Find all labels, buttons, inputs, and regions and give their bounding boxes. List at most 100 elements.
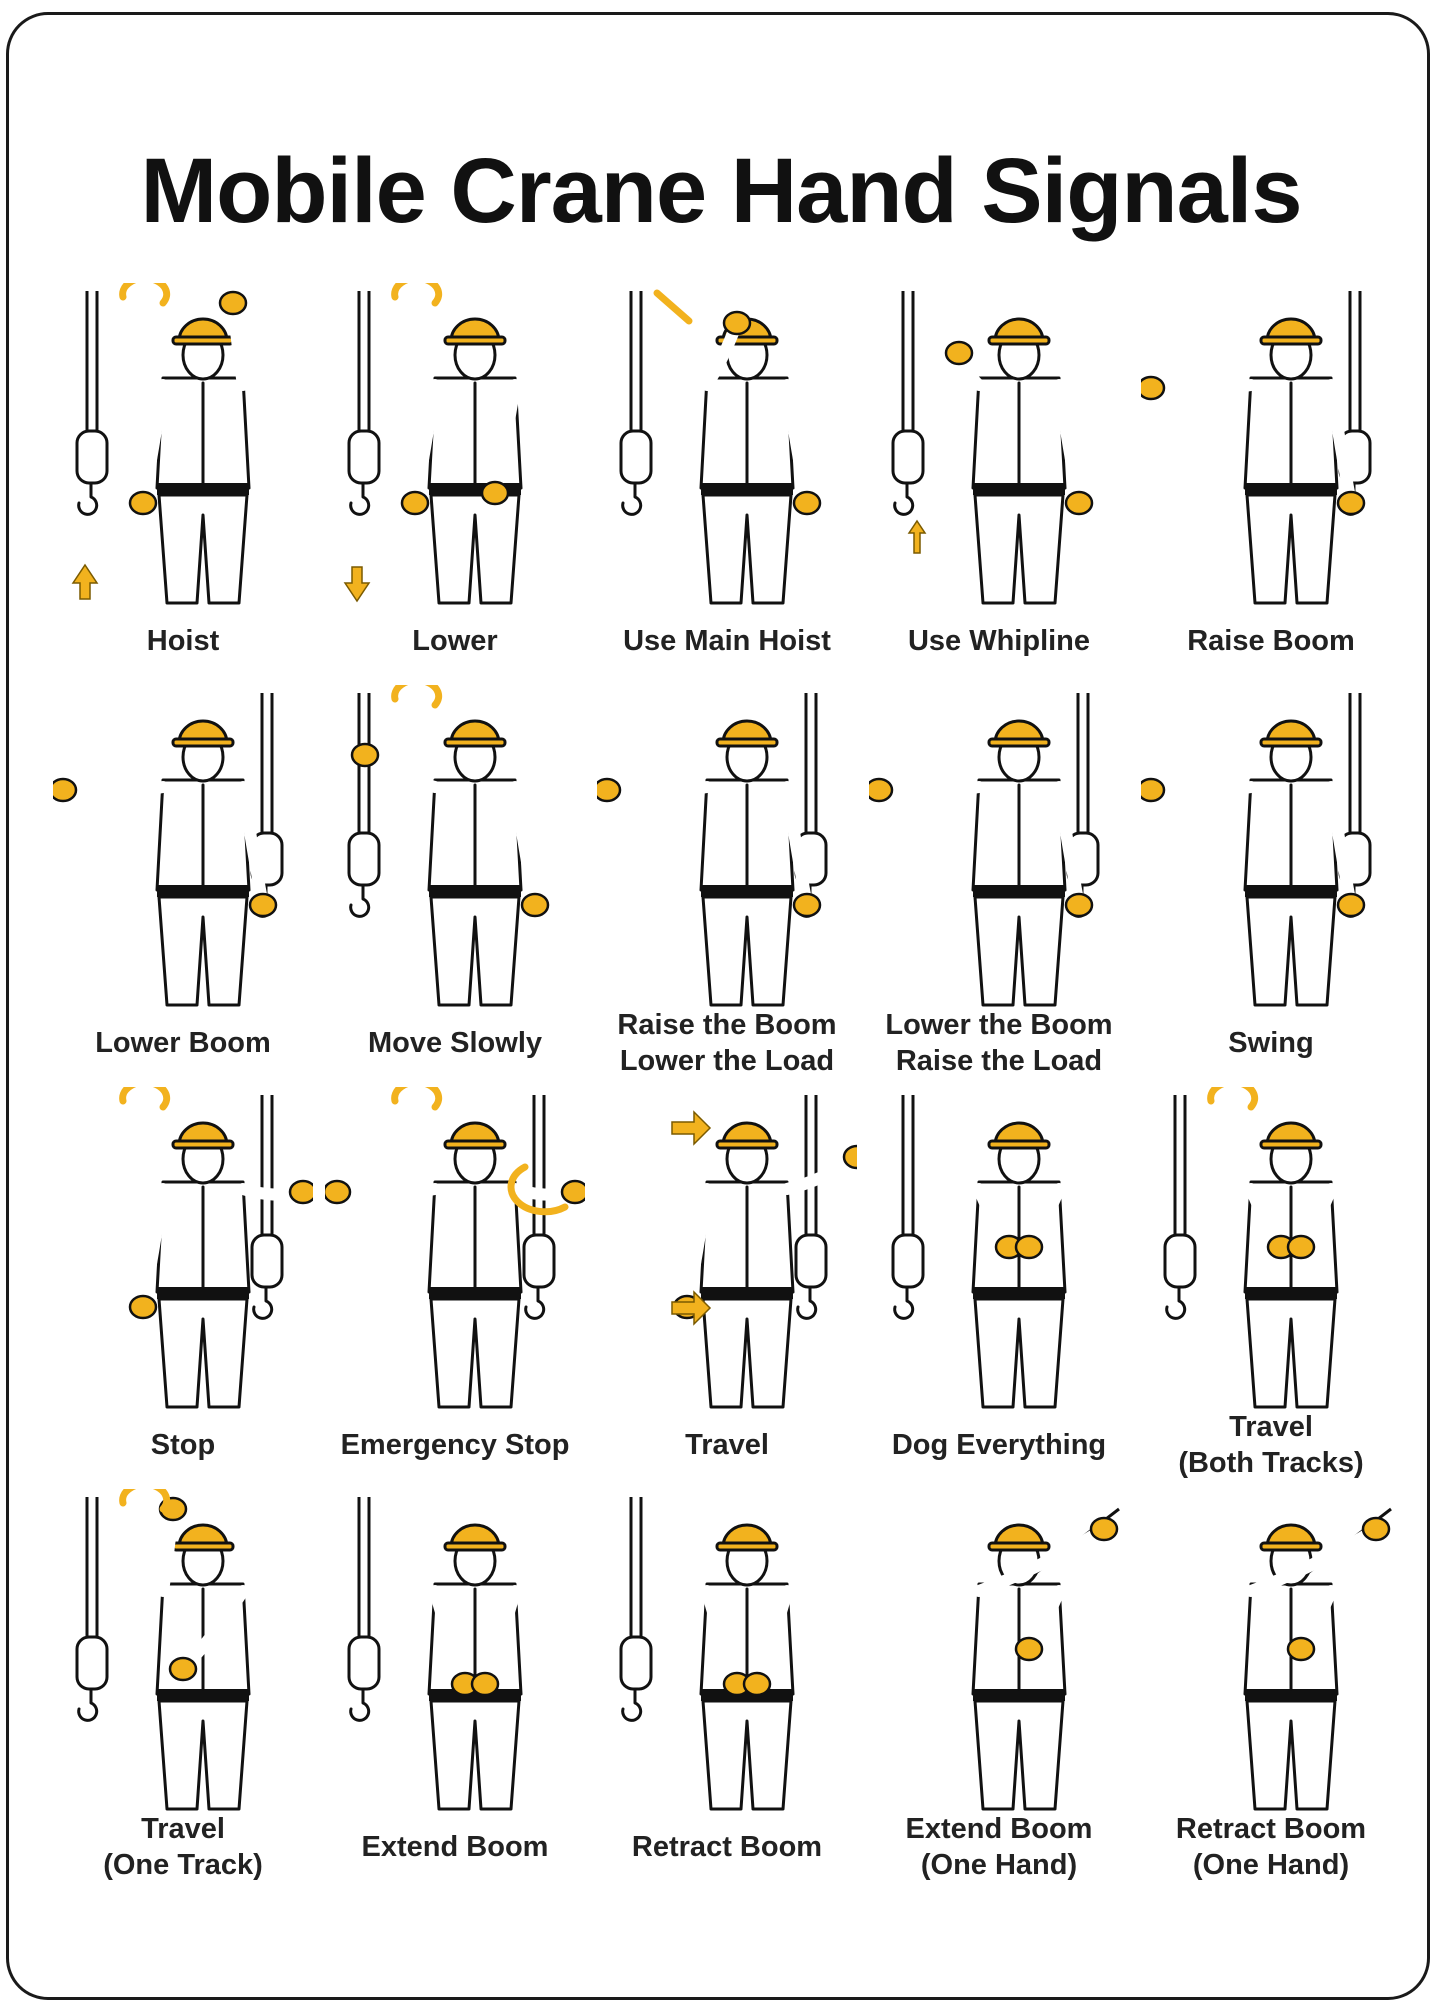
signal-card: Use Main Hoist bbox=[591, 283, 863, 685]
glove-icon bbox=[1089, 1516, 1119, 1542]
signal-label-line: Use Whipline bbox=[907, 625, 1091, 657]
signal-label-line: Travel bbox=[1229, 1411, 1313, 1443]
signal-label-line: Extend Boom bbox=[905, 1813, 1093, 1845]
signal-label: Extend Boom (One Hand) bbox=[863, 1811, 1135, 1883]
glove-icon bbox=[1141, 777, 1166, 803]
raise-boom-icon bbox=[1141, 291, 1372, 605]
belt-icon bbox=[1245, 1287, 1337, 1299]
glove-icon bbox=[1361, 1516, 1391, 1542]
glove-icon bbox=[288, 1179, 313, 1205]
lower-boom-icon bbox=[53, 693, 284, 1007]
belt-icon bbox=[157, 483, 249, 495]
signal-label-line: Retract Boom bbox=[1175, 1813, 1367, 1845]
signal-label-line: (One Track) bbox=[103, 1849, 263, 1881]
belt-icon bbox=[157, 885, 249, 897]
signal-card: Move Slowly bbox=[319, 685, 591, 1087]
crane-hook-icon bbox=[891, 291, 925, 516]
travel-icon bbox=[671, 1095, 857, 1409]
glove-icon bbox=[400, 490, 430, 516]
belt-icon bbox=[1245, 885, 1337, 897]
rotation-arrow-icon bbox=[391, 685, 443, 709]
raise-boom-lower-load-icon bbox=[597, 693, 828, 1007]
travel-both-tracks-icon bbox=[1163, 1087, 1339, 1409]
right-arrow-icon bbox=[671, 1110, 712, 1146]
crane-hook-icon bbox=[75, 291, 109, 516]
glove-icon bbox=[792, 490, 822, 516]
belt-icon bbox=[701, 1689, 793, 1701]
move-slowly-icon bbox=[347, 685, 550, 1007]
worker-figure bbox=[619, 289, 822, 605]
extend-boom-one-hand-icon bbox=[971, 1507, 1120, 1811]
trousers-icon bbox=[429, 493, 521, 605]
belt-icon bbox=[701, 885, 793, 897]
worker-figure bbox=[869, 693, 1100, 1007]
crane-hook-icon bbox=[1163, 1095, 1197, 1320]
signal-label-line: Lower Boom bbox=[95, 1027, 271, 1059]
signal-label: Travel bbox=[591, 1427, 863, 1463]
signal-label: Stop bbox=[47, 1427, 319, 1463]
glove-icon bbox=[1286, 1234, 1316, 1260]
up-arrow-icon bbox=[71, 563, 99, 600]
glove-icon bbox=[792, 892, 822, 918]
worker-figure bbox=[71, 283, 251, 605]
signal-label: Move Slowly bbox=[319, 1025, 591, 1061]
signal-label-line: Emergency Stop bbox=[340, 1429, 570, 1461]
signal-card: Emergency Stop bbox=[319, 1087, 591, 1489]
worker-figure bbox=[325, 1087, 585, 1409]
glove-icon bbox=[722, 310, 752, 336]
worker-figure bbox=[1243, 1507, 1392, 1811]
signal-label-line: Lower bbox=[412, 625, 498, 657]
worker-figure bbox=[119, 1087, 313, 1409]
signal-label-line: (One Hand) bbox=[920, 1849, 1078, 1881]
signal-label-line: Retract Boom bbox=[631, 1831, 823, 1863]
glove-icon bbox=[560, 1179, 585, 1205]
belt-icon bbox=[429, 885, 521, 897]
signal-label-line: Use Main Hoist bbox=[623, 625, 831, 657]
trousers-icon bbox=[701, 1297, 793, 1409]
signal-card: Hoist bbox=[47, 283, 319, 685]
belt-icon bbox=[1245, 1689, 1337, 1701]
worker-figure bbox=[347, 1497, 523, 1811]
glove-icon bbox=[1014, 1234, 1044, 1260]
belt-icon bbox=[701, 483, 793, 495]
worker-figure bbox=[1163, 1087, 1339, 1409]
belt-icon bbox=[973, 1689, 1065, 1701]
signal-label: Raise Boom bbox=[1135, 623, 1407, 659]
signal-label-line: (Both Tracks) bbox=[1178, 1447, 1364, 1479]
hoist-icon bbox=[71, 283, 251, 605]
signal-label-line: Travel bbox=[685, 1429, 769, 1461]
signal-label-line: Raise the Load bbox=[895, 1045, 1103, 1077]
glove-icon bbox=[53, 777, 78, 803]
signal-label-line: Swing bbox=[1228, 1027, 1314, 1059]
crane-hook-icon bbox=[347, 1497, 381, 1722]
belt-icon bbox=[701, 1287, 793, 1299]
belt-icon bbox=[429, 1689, 521, 1701]
worker-figure bbox=[971, 1507, 1120, 1811]
belt-icon bbox=[973, 1287, 1065, 1299]
signal-label: Emergency Stop bbox=[319, 1427, 591, 1463]
glove-icon bbox=[520, 892, 550, 918]
signal-card: Dog Everything bbox=[863, 1087, 1135, 1489]
trousers-icon bbox=[157, 1699, 249, 1811]
trousers-icon bbox=[701, 493, 793, 605]
trousers-icon bbox=[973, 493, 1065, 605]
trousers-icon bbox=[429, 1297, 521, 1409]
worker-figure bbox=[53, 693, 284, 1007]
worker-figure bbox=[1141, 291, 1372, 605]
crane-hook-icon bbox=[891, 1095, 925, 1320]
glove-icon bbox=[597, 777, 622, 803]
rotation-arrow-icon bbox=[391, 283, 443, 307]
retract-boom-icon bbox=[619, 1497, 795, 1811]
rotation-arrow-icon bbox=[119, 1087, 171, 1111]
trousers-icon bbox=[973, 1297, 1065, 1409]
signal-label: Lower Boom bbox=[47, 1025, 319, 1061]
signal-card: Lower Boom bbox=[47, 685, 319, 1087]
dog-everything-icon bbox=[891, 1095, 1067, 1409]
glove-icon bbox=[1014, 1636, 1044, 1662]
signal-label: Use Main Hoist bbox=[591, 623, 863, 659]
signal-card: Extend Boom bbox=[319, 1489, 591, 1891]
rotation-arrow-icon bbox=[119, 283, 171, 307]
glove-icon bbox=[128, 1294, 158, 1320]
